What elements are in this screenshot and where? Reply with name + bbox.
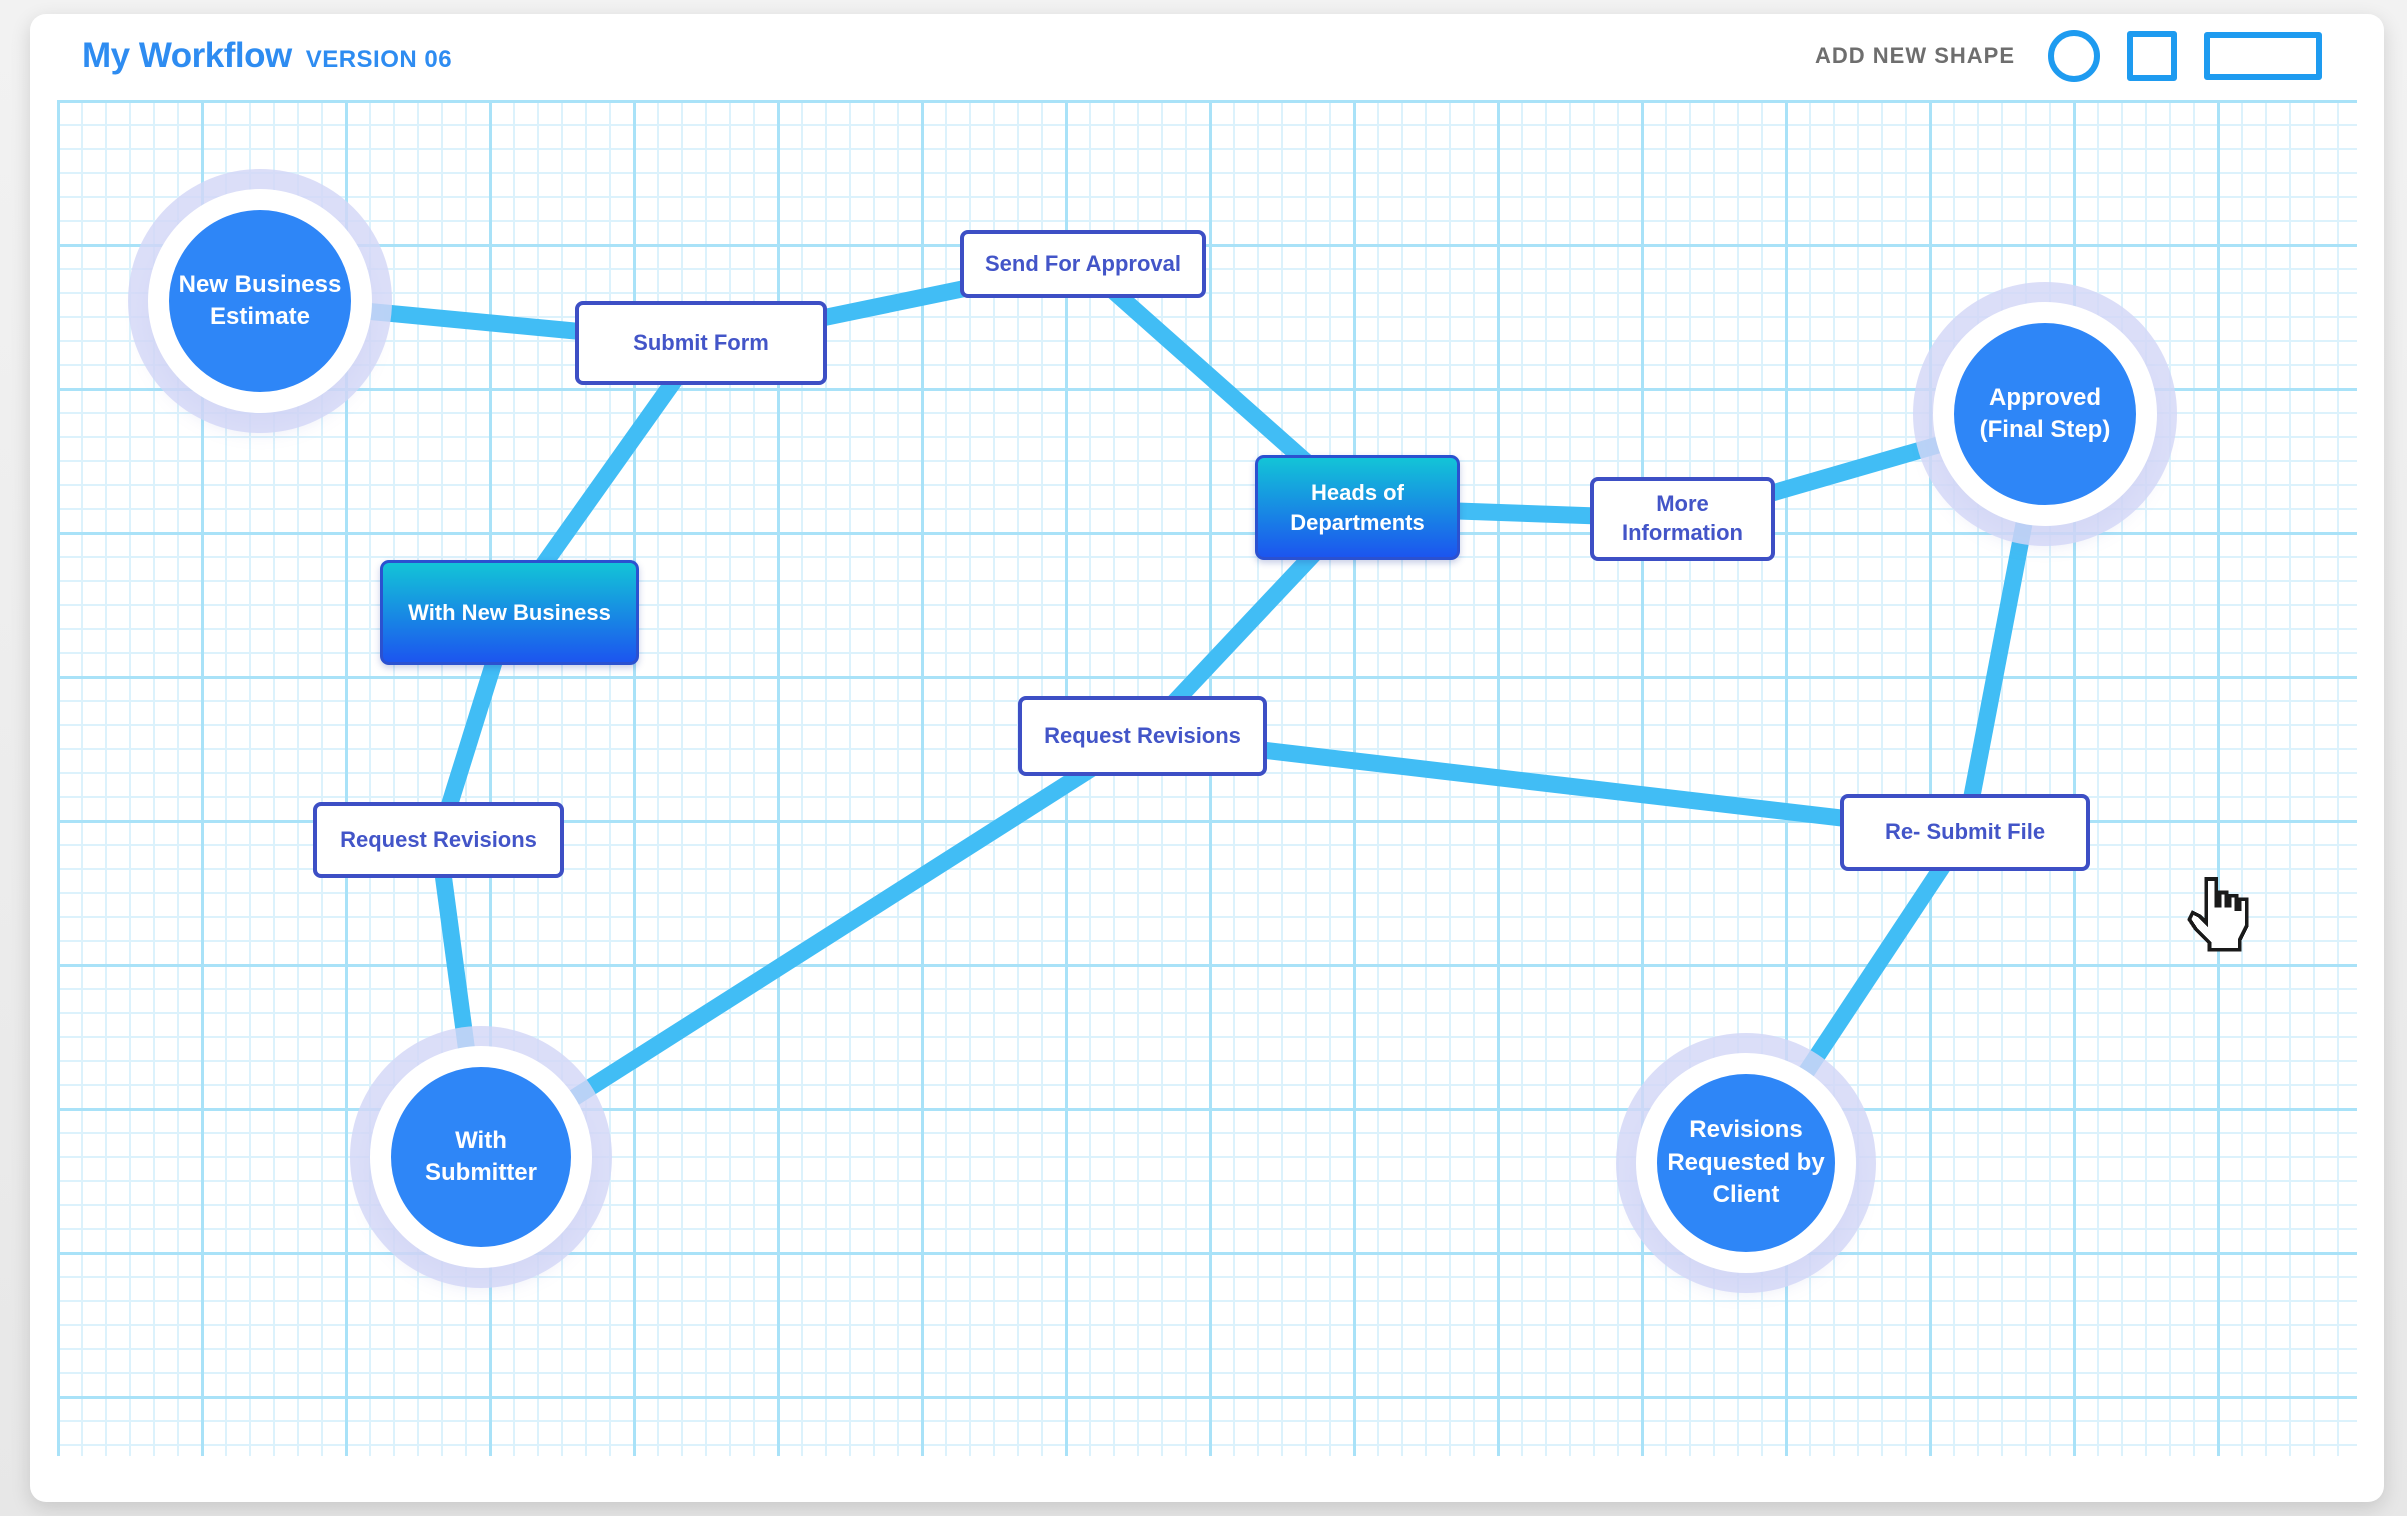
node-re-submit-file[interactable]: Re- Submit File <box>1840 794 2090 871</box>
node-label: New Business Estimate <box>178 270 342 330</box>
add-square-shape-button[interactable] <box>2127 31 2177 81</box>
node-new-business-estimate[interactable]: New Business Estimate <box>148 189 372 413</box>
connector-with-submitter--request-revisions-2[interactable] <box>476 728 1148 1165</box>
node-label: Revisions Requested by Client <box>1667 1116 1825 1209</box>
node-label: Re- Submit File <box>1884 819 2046 845</box>
node-label: With New Business <box>408 599 611 625</box>
node-request-revisions-1[interactable]: Request Revisions <box>313 802 564 878</box>
workflow-title: My Workflow <box>82 36 292 75</box>
node-label: Heads of Departments <box>1290 479 1425 535</box>
node-approved-final-step[interactable]: Approved (Final Step) <box>1933 302 2157 526</box>
node-label: Submit Form <box>633 329 769 355</box>
node-label: Request Revisions <box>340 826 537 852</box>
app-window: My Workflow VERSION 06 ADD NEW SHAPE New … <box>30 14 2384 1502</box>
node-heads-of-departments[interactable]: Heads of Departments <box>1255 455 1460 560</box>
toolbar: ADD NEW SHAPE <box>1815 30 2322 82</box>
node-with-submitter[interactable]: With Submitter <box>370 1046 592 1268</box>
node-send-for-approval[interactable]: Send For Approval <box>960 230 1206 298</box>
header: My Workflow VERSION 06 ADD NEW SHAPE <box>30 14 2384 100</box>
node-more-information[interactable]: More Information <box>1590 477 1775 561</box>
node-label: Send For Approval <box>985 250 1181 276</box>
node-with-new-business[interactable]: With New Business <box>380 560 639 665</box>
node-label: With Submitter <box>424 1126 537 1186</box>
node-label: More Information <box>1622 491 1743 545</box>
node-revisions-requested-by-client[interactable]: Revisions Requested by Client <box>1636 1053 1856 1273</box>
add-circle-shape-button[interactable] <box>2048 30 2100 82</box>
connector-request-revisions-2--re-submit-file[interactable] <box>1141 727 1966 841</box>
page-title: My Workflow VERSION 06 <box>82 36 452 76</box>
node-label: Request Revisions <box>1044 722 1241 748</box>
add-new-shape-label: ADD NEW SHAPE <box>1814 43 2015 68</box>
node-submit-form[interactable]: Submit Form <box>575 301 827 385</box>
connections-layer <box>259 255 2054 1168</box>
node-label: Approved (Final Step) <box>1979 383 2111 443</box>
workflow-version: VERSION 06 <box>305 46 453 73</box>
node-request-revisions-2[interactable]: Request Revisions <box>1018 696 1267 776</box>
add-rectangle-shape-button[interactable] <box>2204 32 2322 80</box>
